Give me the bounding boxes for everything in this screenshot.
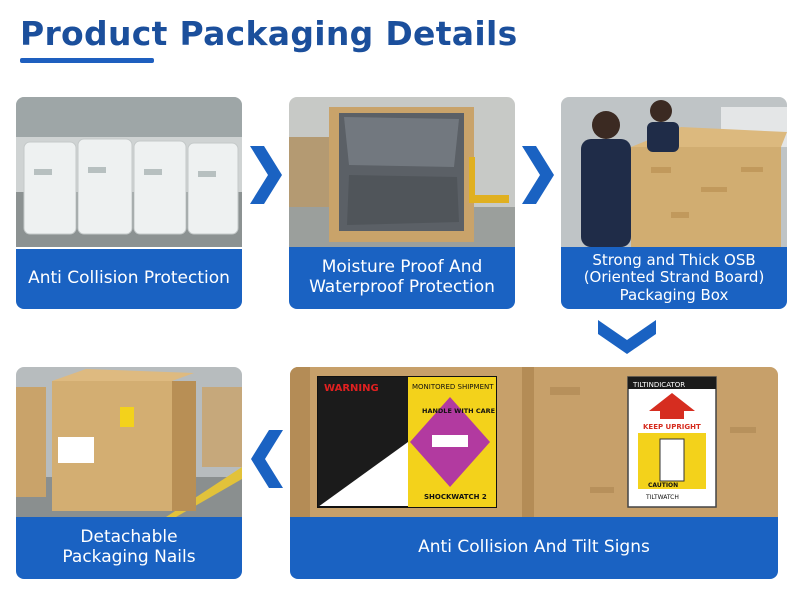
- photo-crate-nails: [16, 367, 242, 517]
- caption-line: (Oriented Strand Board): [583, 268, 765, 287]
- caption-line: Moisture Proof And: [321, 257, 483, 278]
- monitored-label-text: MONITORED SHIPMENT: [412, 383, 494, 391]
- photo-workers-box: [561, 97, 787, 247]
- photo-warning-labels: WARNING MONITORED SHIPMENT HANDLE WITH C…: [290, 367, 778, 517]
- card-moisture-proof: Moisture Proof And Waterproof Protection: [289, 97, 515, 309]
- caption-line: Anti Collision Protection: [28, 268, 230, 289]
- card-tilt-signs: WARNING MONITORED SHIPMENT HANDLE WITH C…: [290, 367, 778, 579]
- page-title: Product Packaging Details: [20, 14, 518, 53]
- warning-label-text: WARNING: [324, 383, 379, 394]
- caption-line: Packaging Box: [619, 285, 729, 304]
- caption-line: Detachable: [80, 527, 178, 548]
- caption-line: Anti Collision And Tilt Signs: [418, 537, 650, 558]
- chevron-right-icon: [522, 146, 554, 204]
- photo-wrapped-machines: [16, 97, 242, 247]
- tiltwatch-label-text: TILTWATCH: [645, 494, 679, 501]
- shockwatch-label-text: SHOCKWATCH 2: [424, 493, 487, 501]
- chevron-right-icon: [250, 146, 282, 204]
- tilt-label-text: TILTINDICATOR: [632, 381, 685, 389]
- caption-moisture-proof: Moisture Proof And Waterproof Protection: [289, 247, 515, 309]
- chevron-down-icon: [598, 320, 656, 354]
- card-anti-collision: Anti Collision Protection: [16, 97, 242, 309]
- caption-anti-collision: Anti Collision Protection: [16, 249, 242, 309]
- card-detachable-nails: Detachable Packaging Nails: [16, 367, 242, 579]
- keep-label-text: KEEP UPRIGHT: [643, 423, 701, 431]
- caption-tilt-signs: Anti Collision And Tilt Signs: [290, 517, 778, 579]
- caption-line: Waterproof Protection: [309, 277, 495, 297]
- caption-osb-box: Strong and Thick OSB (Oriented Strand Bo…: [561, 247, 787, 309]
- chevron-left-icon: [251, 430, 283, 488]
- handle-label-text: HANDLE WITH CARE: [422, 407, 495, 415]
- caption-line: Strong and Thick OSB: [592, 251, 756, 270]
- title-underline: [20, 58, 154, 63]
- card-osb-box: Strong and Thick OSB (Oriented Strand Bo…: [561, 97, 787, 309]
- caption-line: Packaging Nails: [62, 547, 196, 567]
- caption-detachable-nails: Detachable Packaging Nails: [16, 517, 242, 579]
- caution-label-text: CAUTION: [648, 482, 678, 489]
- photo-vacuum-wrapped: [289, 97, 515, 247]
